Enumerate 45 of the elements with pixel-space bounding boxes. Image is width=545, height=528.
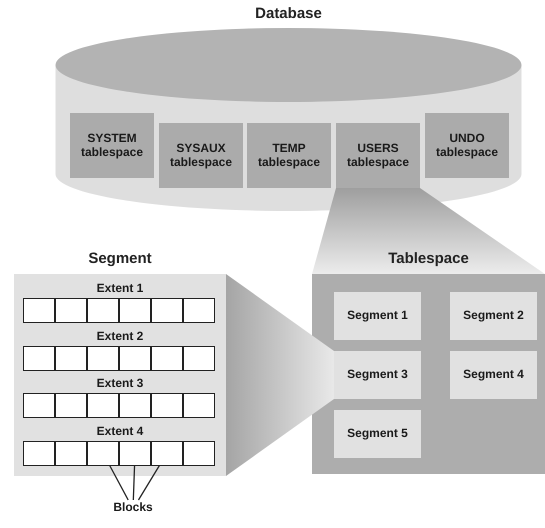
block-cell — [23, 346, 55, 370]
leader-line — [132, 465, 136, 500]
block-cell — [55, 346, 87, 370]
block-cell — [119, 346, 151, 370]
block-cell — [87, 440, 119, 466]
tablespace-box: TEMP tablespace — [247, 123, 331, 188]
tablespace-box: SYSTEM tablespace — [70, 113, 154, 178]
block-cell — [23, 393, 55, 418]
block-cell — [151, 393, 183, 418]
panel-heading: Tablespace — [388, 250, 469, 267]
block-cell — [151, 346, 183, 370]
blocks-label: Blocks — [103, 500, 163, 518]
extent-label: Extent 1 — [96, 281, 144, 295]
block-cell — [119, 393, 151, 418]
block-cell — [23, 298, 55, 323]
leader-line — [138, 465, 160, 500]
extent-label: Extent 2 — [96, 328, 144, 342]
block-cell — [183, 440, 215, 466]
block-cell — [55, 440, 87, 466]
block-cell — [55, 393, 87, 418]
panel-heading: Segment — [88, 250, 152, 267]
block-cell — [151, 298, 183, 323]
segment-box: Segment 4 — [450, 351, 537, 399]
tablespace-box: USERS tablespace — [336, 123, 420, 188]
segment-box: Segment 3 — [334, 351, 421, 399]
segment-box: Segment 5 — [334, 410, 421, 458]
block-cell — [119, 298, 151, 323]
diagram-heading: Database — [255, 5, 322, 22]
block-cell — [119, 440, 151, 466]
block-cell — [183, 393, 215, 418]
extent-label: Extent 3 — [96, 376, 144, 390]
block-cell — [87, 393, 119, 418]
segment-box: Segment 1 — [334, 292, 421, 340]
block-cell — [151, 440, 183, 466]
block-cell — [183, 346, 215, 370]
block-cell — [87, 298, 119, 323]
block-cell — [183, 298, 215, 323]
segment-box: Segment 2 — [450, 292, 537, 340]
block-cell — [87, 346, 119, 370]
block-cell — [23, 440, 55, 466]
block-cell — [55, 298, 87, 323]
tablespace-box: SYSAUX tablespace — [159, 123, 243, 188]
leader-line — [109, 465, 129, 500]
tablespace-box: UNDO tablespace — [425, 113, 509, 178]
extent-label: Extent 4 — [96, 424, 144, 438]
